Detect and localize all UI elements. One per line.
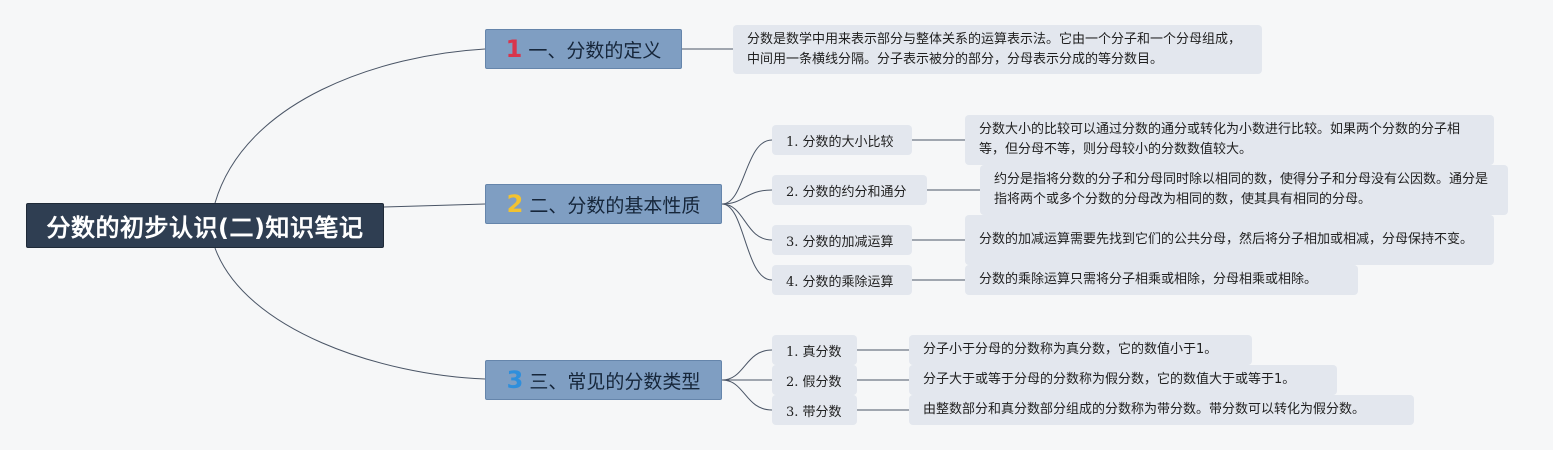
connector-2-sub2 [721,189,773,205]
section-1-title: 一、分数的定义 [528,39,662,62]
section-3-item-3-description[interactable]: 由整数部分和真分数部分组成的分数称为带分数。带分数可以转化为假分数。 [909,395,1414,425]
section-2-item-1-description-text: 分数大小的比较可以通过分数的通分或转化为小数进行比较。如果两个分数的分子相等，但… [979,122,1461,157]
section-2-item-3-label: 3. 分数的加减运算 [786,234,894,250]
section-3-item-2-description[interactable]: 分子大于或等于分母的分数称为假分数，它的数值大于或等于1。 [909,365,1337,395]
section-3-item-2[interactable]: 2. 假分数 [772,365,857,395]
section-1-description-text: 分数是数学中用来表示部分与整体关系的运算表示法。它由一个分子和一个分母组成，中间… [747,31,1242,67]
section-2-item-2-label: 2. 分数的约分和通分 [786,184,907,200]
connector-root-3 [214,247,486,380]
section-2-title: 二、分数的基本性质 [529,194,701,217]
section-3-topic[interactable]: 3 三、常见的分数类型 [485,360,722,400]
section-2-item-2[interactable]: 2. 分数的约分和通分 [772,175,927,205]
section-2-item-4[interactable]: 4. 分数的乘除运算 [772,265,912,295]
connector-2-sub3 [721,203,773,241]
connector-3-sub1 [721,349,773,381]
section-1-description[interactable]: 分数是数学中用来表示部分与整体关系的运算表示法。它由一个分子和一个分母组成，中间… [733,25,1262,74]
section-2-item-1-label: 1. 分数的大小比较 [786,134,894,150]
connector-root-2 [383,203,486,208]
section-3-title: 三、常见的分数类型 [529,370,701,393]
section-2-number: 2 [506,190,524,218]
section-3-item-2-description-text: 分子大于或等于分母的分数称为假分数，它的数值大于或等于1。 [923,372,1296,387]
section-2-item-3-description-text: 分数的加减运算需要先找到它们的公共分母，然后将分子相加或相减，分母保持不变。 [979,232,1474,247]
section-3-item-1[interactable]: 1. 真分数 [772,335,857,365]
section-2-item-4-description[interactable]: 分数的乘除运算只需将分子相乘或相除，分母相乘或相除。 [965,265,1358,295]
connector-2-sub4 [721,203,773,281]
section-3-item-3-label: 3. 带分数 [786,404,842,420]
section-3-item-1-description[interactable]: 分子小于分母的分数称为真分数，它的数值小于1。 [909,335,1252,365]
connector-3-sub3 [721,379,773,411]
section-3-item-3-description-text: 由整数部分和真分数部分组成的分数称为带分数。带分数可以转化为假分数。 [923,402,1366,417]
root-title: 分数的初步认识(二)知识笔记 [46,214,364,242]
section-2-item-1-description[interactable]: 分数大小的比较可以通过分数的通分或转化为小数进行比较。如果两个分数的分子相等，但… [965,115,1494,165]
section-2-item-3[interactable]: 3. 分数的加减运算 [772,225,912,255]
section-2-item-2-description[interactable]: 约分是指将分数的分子和分母同时除以相同的数，使得分子和分母没有公因数。通分是指将… [980,165,1508,215]
connector-2-sub1 [721,139,773,205]
section-3-item-3[interactable]: 3. 带分数 [772,395,857,425]
section-1-topic[interactable]: 1 一、分数的定义 [485,29,682,69]
section-2-item-3-description[interactable]: 分数的加减运算需要先找到它们的公共分母，然后将分子相加或相减，分母保持不变。 [965,215,1494,265]
section-2-topic[interactable]: 2 二、分数的基本性质 [485,184,722,224]
section-2-item-1[interactable]: 1. 分数的大小比较 [772,125,912,155]
section-1-number: 1 [505,35,523,63]
root-topic[interactable]: 分数的初步认识(二)知识笔记 [26,203,384,248]
section-2-item-4-description-text: 分数的乘除运算只需将分子相乘或相除，分母相乘或相除。 [979,272,1318,287]
connector-root-1 [214,48,486,204]
section-3-number: 3 [506,366,524,394]
section-2-item-2-description-text: 约分是指将分数的分子和分母同时除以相同的数，使得分子和分母没有公因数。通分是指将… [994,172,1489,207]
section-2-item-4-label: 4. 分数的乘除运算 [786,274,894,290]
section-3-item-2-label: 2. 假分数 [786,374,842,390]
section-3-item-1-label: 1. 真分数 [786,344,842,360]
section-3-item-1-description-text: 分子小于分母的分数称为真分数，它的数值小于1。 [923,342,1218,357]
